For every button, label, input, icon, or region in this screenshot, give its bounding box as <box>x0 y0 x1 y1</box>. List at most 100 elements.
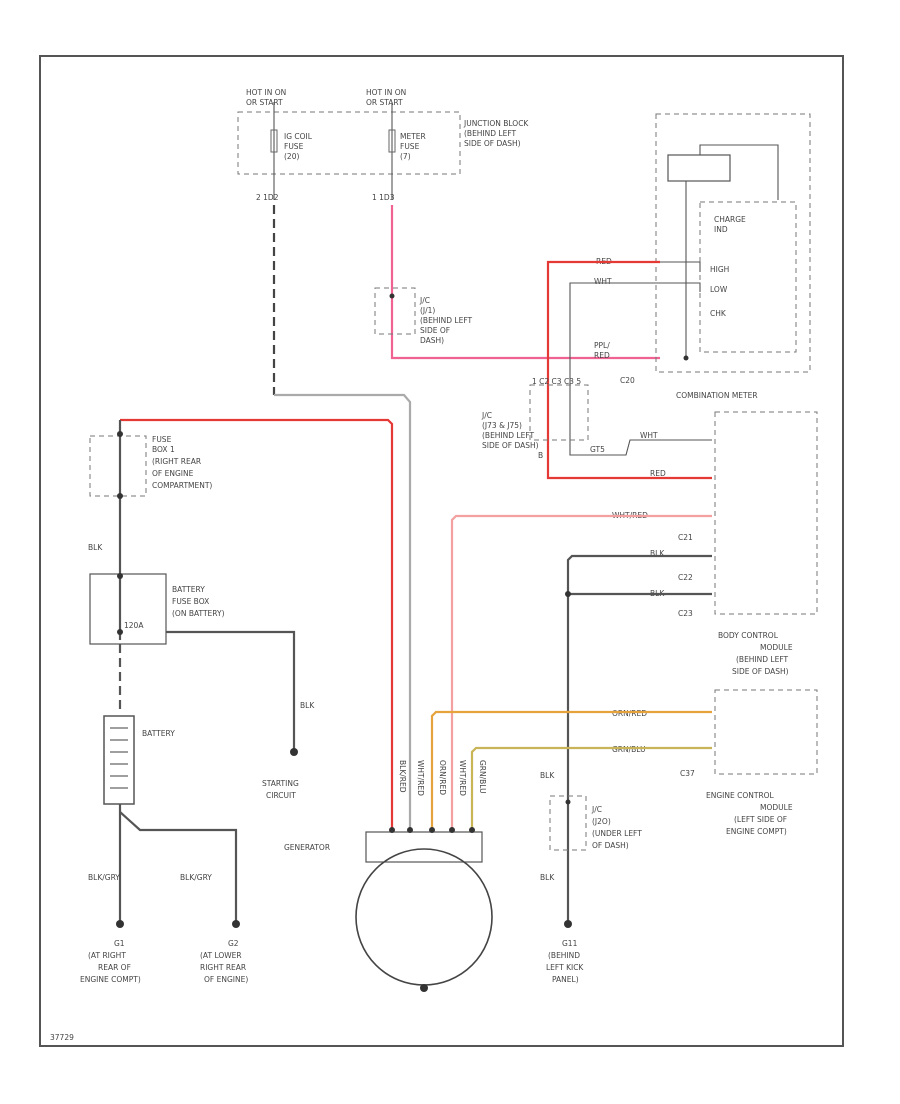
junction-2: (BEHIND LEFT <box>464 129 517 138</box>
jc-upper-box <box>374 287 416 335</box>
g1-1: G1 <box>114 939 125 948</box>
bcm-label-1: BODY CONTROL <box>718 631 779 640</box>
ecm-conn: C37 <box>680 769 695 778</box>
jc-mid-3: (BEHIND LEFT <box>482 431 535 440</box>
jc-mid-wire: GT5 <box>590 445 605 454</box>
wire-grnblu-ecm <box>470 746 712 830</box>
generator-housing <box>365 831 483 863</box>
meter-box <box>655 113 811 373</box>
blk-lower: BLK <box>540 873 555 882</box>
meter-conn: C20 <box>620 376 635 385</box>
wire-ig-gray <box>274 393 412 830</box>
jc-low-3: (UNDER LEFT <box>592 829 642 838</box>
g1-dot <box>116 920 124 928</box>
jc-low-dot <box>565 799 571 805</box>
starting-wire-blk: BLK <box>300 701 315 710</box>
ecm-wire1: ORN/RED <box>612 709 647 718</box>
battery-label: BATTERY <box>142 729 175 738</box>
jc-low-4: OF DASH) <box>592 841 629 850</box>
bcm-blk-dot <box>565 591 571 597</box>
bcm-label-4: SIDE OF DASH) <box>732 667 789 676</box>
fuse-box-1-l2: BOX 1 <box>152 445 175 454</box>
jc-mid-pin: B <box>538 451 543 460</box>
g2-dot <box>232 920 240 928</box>
hot-left-2: OR START <box>246 98 283 107</box>
meter-chk: CHK <box>710 309 727 318</box>
meter-inner-box <box>699 201 797 353</box>
battery-fuse-3: (ON BATTERY) <box>172 609 225 618</box>
fuse-box-1-l1: FUSE <box>152 435 172 444</box>
wire-meter-pink <box>390 205 660 360</box>
starting-2: CIRCUIT <box>266 791 296 800</box>
wire-red-fuse-gen <box>120 418 394 830</box>
fuse-right-3: (7) <box>400 152 411 161</box>
wire-red-meter-bcm <box>546 260 712 480</box>
g11-3: LEFT KICK <box>546 963 584 972</box>
diagram-code: 37729 <box>50 1033 74 1042</box>
blk-upper: BLK <box>540 771 555 780</box>
meter-wire-pplred: RED <box>594 351 610 360</box>
bcm-wire-wht: WHT <box>640 431 658 440</box>
jc-mid-4: SIDE OF DASH) <box>482 441 539 450</box>
generator-ground-dot <box>420 984 428 992</box>
starting-1: STARTING <box>262 779 299 788</box>
g1-4: ENGINE COMPT) <box>80 975 141 984</box>
bcm-wire-red: RED <box>650 469 666 478</box>
fuse-box-1 <box>89 435 147 497</box>
conn-left: 2 1D2 <box>256 193 279 202</box>
bcm-conn1: C21 <box>678 533 693 542</box>
jc-upper-4: SIDE OF <box>420 326 450 335</box>
blk-label: BLK <box>88 543 103 552</box>
wire-gt5 <box>569 439 712 456</box>
fuse-left-3: (20) <box>284 152 299 161</box>
bcm-conn2: C22 <box>678 573 693 582</box>
fuse-box-1-l3: (RIGHT REAR <box>152 457 201 466</box>
g2-4: OF ENGINE) <box>204 975 248 984</box>
jc-low-box <box>549 795 587 851</box>
meter-label: COMBINATION METER <box>676 391 758 400</box>
g1-2: (AT RIGHT <box>88 951 126 960</box>
bcm-wire-blk1: BLK <box>650 549 665 558</box>
junction-block-box <box>237 111 461 175</box>
ecm-label-1: ENGINE CONTROL <box>706 791 775 800</box>
meter-low: LOW <box>710 285 728 294</box>
fuse-box-1-l4: OF ENGINE <box>152 469 194 478</box>
battery-fuse-1: BATTERY <box>172 585 205 594</box>
ecm-wire2: GRN/BLU <box>612 745 646 754</box>
fuse-dot-1 <box>117 431 123 437</box>
jc-low-2: (J2O) <box>592 817 611 826</box>
meter-high-wire <box>660 261 701 272</box>
jc-mid-conn: 1 C2 C3 C3 5 <box>532 377 581 386</box>
gen-wire-3: ORN/RED <box>438 760 447 795</box>
jc-upper-3: (BEHIND LEFT <box>420 316 473 325</box>
jc-low-1: J/C <box>591 805 602 814</box>
fuse-right-symbol <box>388 129 396 153</box>
conn-right: 1 1D3 <box>372 193 395 202</box>
jc-upper-1: J/C <box>419 296 430 305</box>
generator-body <box>355 848 493 986</box>
jc-mid-box <box>529 384 589 441</box>
wire-whtred-bcm <box>450 514 712 830</box>
hot-right-1: HOT IN ON <box>366 88 406 97</box>
ecm-label-2: MODULE <box>760 803 793 812</box>
meter-high: HIGH <box>710 265 729 274</box>
fuse-box-1-l5: COMPARTMENT) <box>152 481 212 490</box>
jc-upper-2: (J/1) <box>420 306 435 315</box>
jc-upper-dot <box>389 293 395 299</box>
hot-left-1: HOT IN ON <box>246 88 286 97</box>
wire-ornred-ecm <box>430 710 712 830</box>
gen-wire-1: BLK/RED <box>398 760 407 793</box>
generator-terminals <box>389 827 475 833</box>
g11-1: G11 <box>562 939 578 948</box>
battery-fuse-2: FUSE BOX <box>172 597 209 606</box>
wire-wht-meter <box>569 282 660 442</box>
starting-dot <box>290 748 298 756</box>
hot-right-2: OR START <box>366 98 403 107</box>
gen-wire-2: WHT/RED <box>416 760 425 796</box>
wire-blk-bcm-ground <box>566 554 712 922</box>
charge-2: IND <box>714 225 728 234</box>
bcm-box <box>714 411 818 615</box>
charge-1: CHARGE <box>714 215 746 224</box>
